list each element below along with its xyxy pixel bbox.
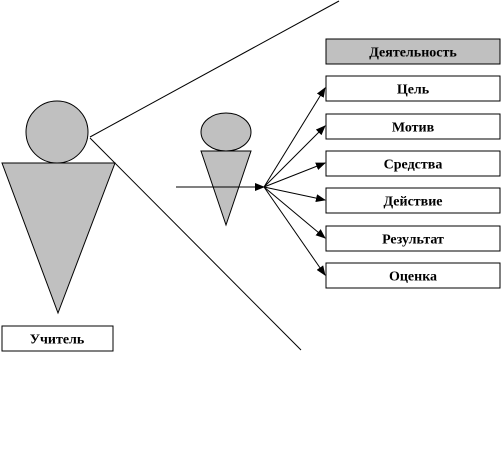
perspective-line-bottom [89, 137, 302, 351]
teacher-figure [1, 100, 116, 315]
arrow-to-action [263, 186, 326, 203]
arrow-to-goal [263, 87, 326, 188]
component-box-evaluation: Оценка [325, 262, 501, 289]
student-body-icon [200, 150, 252, 227]
perspective-line-top [89, 0, 340, 138]
teacher-label: Учитель [30, 333, 85, 348]
component-box-result: Результат [325, 225, 501, 252]
component-label-motive: Мотив [392, 121, 435, 136]
teacher-label-box: Учитель [1, 325, 114, 352]
component-label-evaluation: Оценка [389, 270, 437, 285]
component-label-result: Результат [382, 233, 444, 248]
activity-header-box: Деятельность [325, 38, 501, 65]
component-label-means: Средства [384, 158, 443, 173]
arrow-to-result [263, 186, 326, 239]
arrow-to-evaluation [263, 186, 326, 276]
activity-header-label: Деятельность [369, 46, 457, 61]
fan-arrows [263, 87, 326, 276]
arrow-to-motive [263, 125, 326, 188]
student-head-icon [200, 112, 252, 152]
component-box-motive: Мотив [325, 113, 501, 140]
component-box-action: Действие [325, 187, 501, 214]
component-box-goal: Цель [325, 75, 501, 102]
component-box-means: Средства [325, 150, 501, 177]
teacher-body-icon [1, 162, 116, 315]
student-figure [200, 112, 252, 227]
teacher-head-icon [25, 100, 89, 164]
arrow-to-means [263, 162, 326, 188]
component-label-action: Действие [383, 195, 442, 210]
component-label-goal: Цель [397, 83, 430, 98]
